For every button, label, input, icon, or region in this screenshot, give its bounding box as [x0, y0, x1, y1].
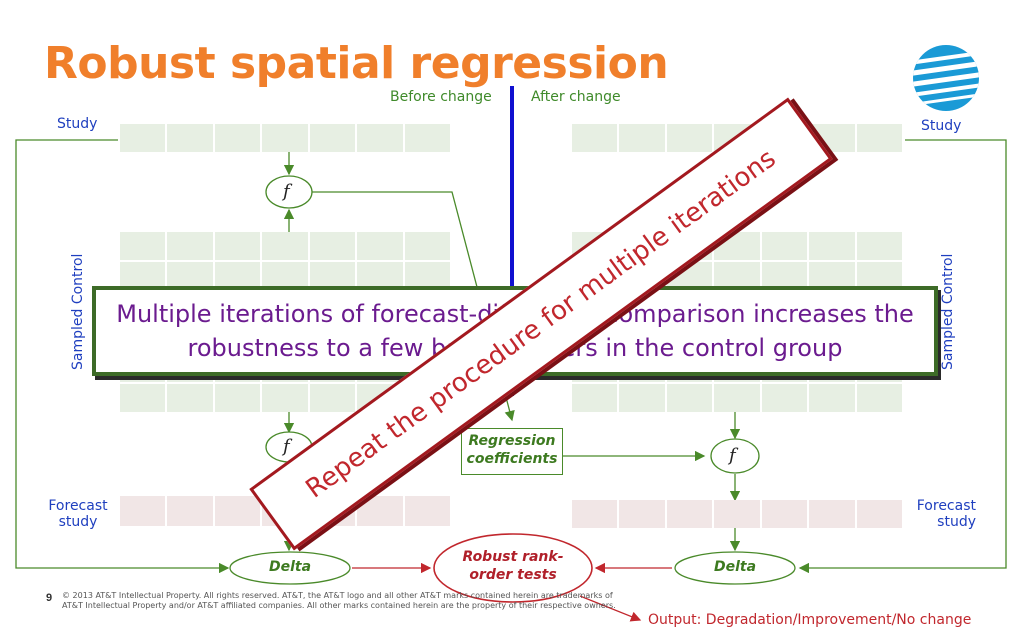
after-change-label: After change — [531, 89, 621, 105]
sampled-control-left-label: Sampled Control — [70, 253, 86, 370]
forecast-function-symbol-top: f — [283, 181, 290, 202]
robust-rank-order-tests: Robust rank- order tests — [462, 549, 564, 583]
delta-left: Delta — [268, 559, 312, 575]
left-study-to-delta-line — [15, 139, 230, 574]
page-number: 9 — [46, 592, 53, 604]
study-left-label: Study — [57, 116, 98, 132]
output-label: Output: Degradation/Improvement/No chang… — [648, 612, 972, 628]
right-forecast-grid — [572, 500, 902, 528]
forecast-function-symbol-lower-left: f — [283, 436, 290, 457]
right-study-to-delta-line — [798, 139, 1007, 574]
before-change-label: Before change — [390, 89, 492, 105]
delta-right: Delta — [713, 559, 757, 575]
left-study-grid — [120, 124, 450, 152]
copyright-footer: © 2013 AT&T Intellectual Property. All r… — [62, 591, 616, 610]
forecast-left-label: Forecast study — [48, 498, 108, 530]
forecast-function-symbol-right: f — [729, 445, 736, 466]
slide-title: Robust spatial regression — [44, 38, 669, 89]
study-right-label: Study — [921, 118, 962, 134]
att-globe-logo — [913, 45, 979, 111]
regression-coefficients-box: Regression coefficients — [461, 428, 563, 475]
sampled-control-right-label: Sampled Control — [940, 253, 956, 370]
forecast-right-label: Forecast study — [916, 498, 976, 530]
